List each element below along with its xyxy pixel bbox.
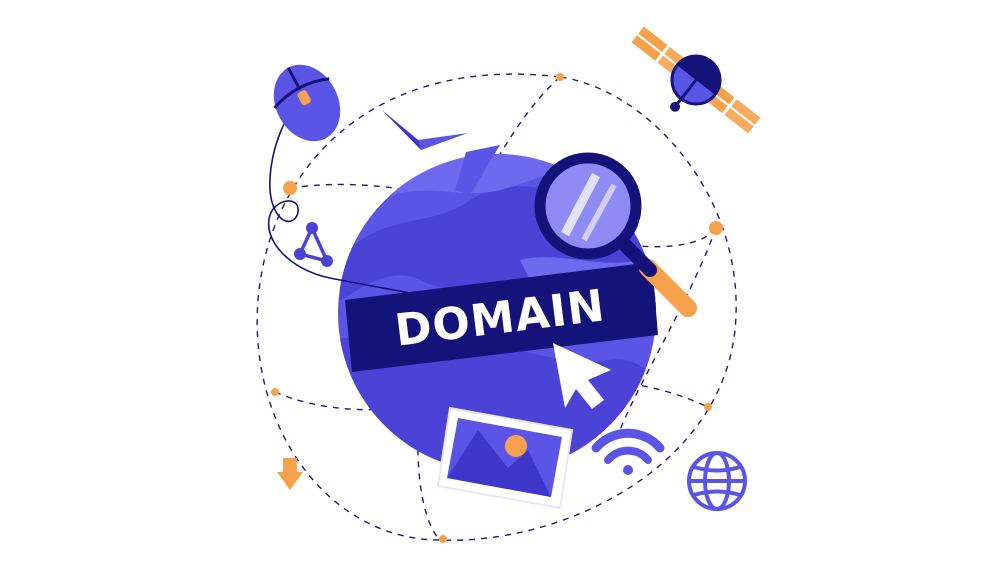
globe-icon — [687, 451, 747, 511]
download-arrow-icon — [277, 458, 303, 490]
computer-mouse-icon — [267, 64, 421, 296]
domain-banner: DOMAIN — [345, 262, 658, 372]
share-nodes-icon — [294, 222, 333, 267]
satellite-icon — [631, 26, 761, 134]
paper-plane-icon — [382, 110, 468, 150]
magnifying-glass-icon — [534, 152, 697, 317]
wifi-icon — [591, 428, 665, 475]
image-picture-icon — [436, 406, 574, 510]
cursor-arrow-icon — [553, 343, 611, 409]
